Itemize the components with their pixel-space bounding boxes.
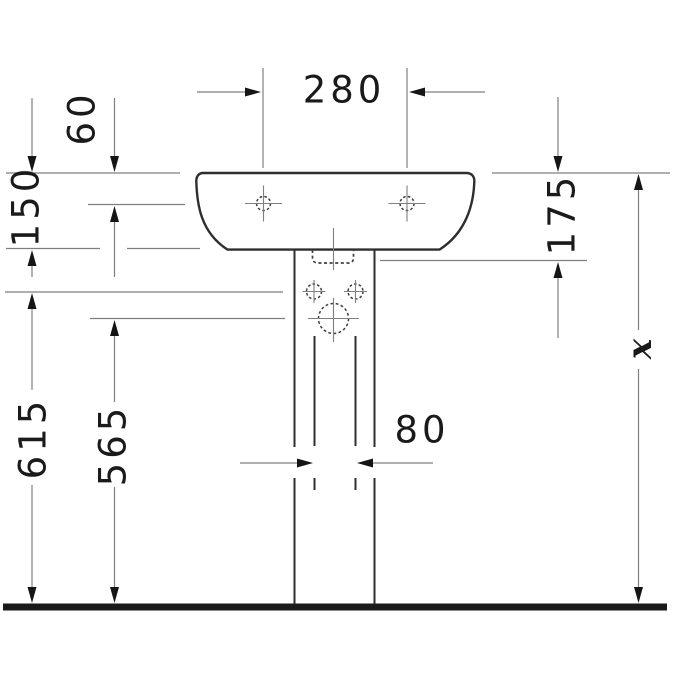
arrow-280-left [245,87,261,97]
pedestal-hole-right-crosshair [344,280,367,303]
dim-label-60: 60 [60,90,104,146]
arrow-565-bottom [110,587,119,603]
floor-line [3,603,667,611]
drain-hole-crosshair [308,298,359,342]
arrow-615-bottom [27,587,37,603]
arrow-x-top [634,174,643,190]
pedestal-hole-left-crosshair [302,280,326,303]
arrow-175-bottom [553,262,563,278]
dim-label-615: 615 [11,396,55,480]
dim-label-150: 150 [4,164,48,248]
reference-lines [5,68,670,320]
arrow-565-top [110,320,119,336]
arrow-150-top [27,156,37,172]
drain-hole [308,298,359,342]
arrow-80-right [357,458,373,468]
dimension-lines [31,91,640,588]
arrow-175-top [553,156,563,172]
dim-label-x: x [620,338,660,360]
mounting-hole-left [245,185,282,222]
arrow-615-top [27,293,37,309]
arrowheads [27,87,643,603]
bracket-cutout [311,250,355,264]
arrow-x-bottom [634,587,643,603]
dim-label-80: 80 [394,408,450,452]
pedestal-hole-left [302,280,326,303]
arrow-80-left [297,458,313,468]
pedestal-hole-right [344,280,367,303]
mounting-hole-right [388,185,426,222]
basin-outline [195,171,476,251]
arrow-60-top [110,156,119,172]
dim-label-565: 565 [91,403,135,487]
pedestal [293,250,376,604]
arrow-280-right [409,87,425,97]
arrow-60-bottom [110,206,119,222]
dim-label-280: 280 [302,68,386,112]
mounting-hole-left-crosshair [245,185,282,222]
arrow-150-bottom [27,250,37,266]
dim-label-175: 175 [540,172,584,256]
mounting-hole-right-crosshair [388,185,426,222]
